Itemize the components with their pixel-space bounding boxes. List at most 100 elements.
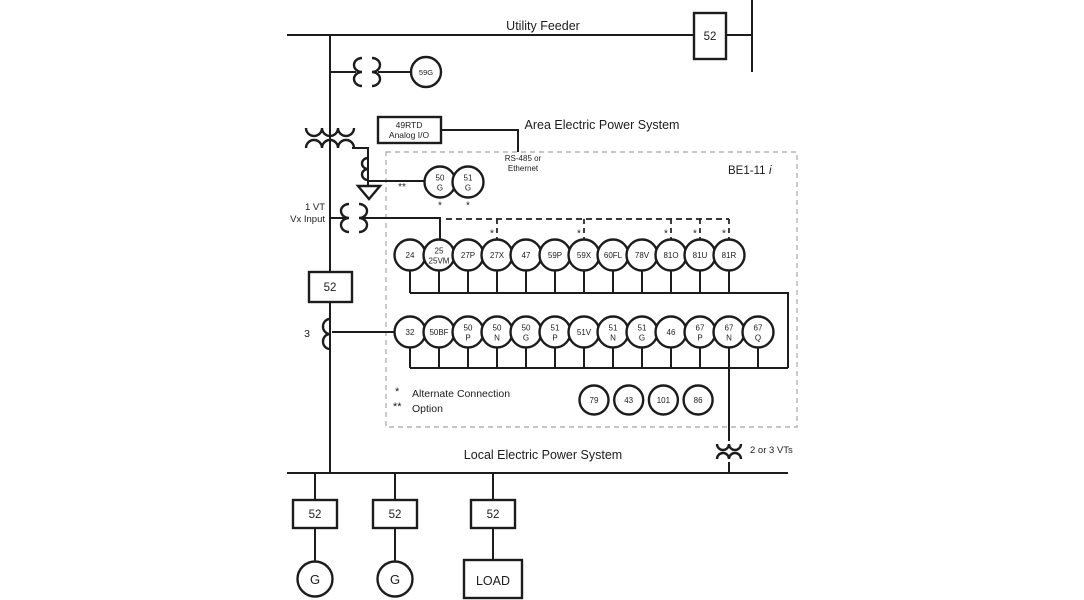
relay-circle-label: N xyxy=(726,334,732,343)
comm-label-line2: Ethernet xyxy=(508,164,539,173)
relay-circle-label: 86 xyxy=(694,396,703,405)
relay-circle-label: Q xyxy=(755,334,761,343)
generator-2-label: G xyxy=(390,572,400,587)
alternate-connection-star: * xyxy=(577,229,581,240)
relay-circle-label: 47 xyxy=(522,251,531,260)
generator-2-symbol xyxy=(376,560,414,598)
ground-branch-line xyxy=(352,147,369,186)
relay-circle-label: 51 xyxy=(638,324,647,333)
ct-symbol-ground xyxy=(360,156,369,182)
utility-feeder-label: Utility Feeder xyxy=(506,19,580,33)
relay-circle-label: G xyxy=(465,184,471,193)
relay-circle xyxy=(613,384,645,416)
relay-circle-label: 67 xyxy=(725,324,734,333)
relay-circle-label: 27P xyxy=(461,251,475,260)
relay-circle-label: 46 xyxy=(667,328,676,337)
local-eps-label: Local Electric Power System xyxy=(464,448,622,462)
breaker-52-utility xyxy=(692,11,728,61)
comm-label-line1: RS-485 or xyxy=(505,154,542,163)
relay-circle-label: G xyxy=(523,334,529,343)
relay-circle-label: 81U xyxy=(693,251,708,260)
relay-circle xyxy=(647,384,680,416)
relay-circle-label: 51 xyxy=(551,324,560,333)
relay-circle-label: 50BF xyxy=(429,328,448,337)
relay-circle-label: G xyxy=(639,334,645,343)
relay-row-ground: *50G*51G xyxy=(423,165,485,212)
relay-circle xyxy=(682,384,714,416)
relay-circle-label: 81O xyxy=(663,251,678,260)
relay-circle-label: 43 xyxy=(624,396,633,405)
relay-circle-label: 24 xyxy=(406,251,415,260)
breaker-52-gen2-label: 52 xyxy=(389,509,402,521)
relay-circle-label: 50 xyxy=(436,174,445,183)
vt-symbol-output xyxy=(715,443,743,460)
vt-input-label-line2: Vx Input xyxy=(290,214,325,225)
breaker-52-gen2 xyxy=(371,498,419,530)
breaker-52-utility-label: 52 xyxy=(704,31,717,43)
relay-circle-label: 32 xyxy=(406,328,415,337)
breaker-52-main-label: 52 xyxy=(324,282,337,294)
ct-symbol-phase xyxy=(321,317,331,351)
relay-circle xyxy=(451,165,485,199)
relay-circle-label: N xyxy=(610,334,616,343)
relay-circle-label: 50 xyxy=(464,324,473,333)
relay-enclosure-dashed-box xyxy=(385,151,798,428)
load-box xyxy=(462,558,524,600)
rtd-analog-io-box xyxy=(376,115,443,145)
relay-circle-label: 81R xyxy=(722,251,737,260)
relay-circle-label: 25 xyxy=(435,247,444,256)
device-name-suffix: i xyxy=(769,165,772,177)
relay-circle-label: 25VM xyxy=(429,257,450,266)
alternate-connection-star: * xyxy=(664,229,668,240)
relay-circle-label: 50 xyxy=(493,324,502,333)
relay-circle-label: 51V xyxy=(577,328,592,337)
alternate-connection-star: * xyxy=(466,201,470,212)
relay-circle-label: 27X xyxy=(490,251,505,260)
relay-circle-label: P xyxy=(697,334,702,343)
breaker-52-feeder3 xyxy=(469,498,517,530)
note1-text: Alternate Connection xyxy=(412,388,510,400)
relay-circle xyxy=(578,384,610,416)
ground-relay-option-mark: ** xyxy=(398,182,406,193)
rtd-comm-line xyxy=(441,129,519,152)
relay-circle-label: 51 xyxy=(464,174,473,183)
ct-count-label: 3 xyxy=(304,328,310,340)
vt-input-label-line1: 1 VT xyxy=(305,202,325,213)
relay-circle-label: 59X xyxy=(577,251,592,260)
generator-1-symbol xyxy=(296,560,334,598)
rtd-label-line2: Analog I/O xyxy=(389,130,430,140)
alternate-connection-star: * xyxy=(722,229,726,240)
relay-circle-label: 50 xyxy=(522,324,531,333)
relay-circle-label: P xyxy=(552,334,557,343)
vts-label: 2 or 3 VTs xyxy=(750,445,793,456)
relay-circle xyxy=(741,315,775,349)
generator-1-label: G xyxy=(310,572,320,587)
relay-circle xyxy=(712,238,746,272)
transformer-symbol xyxy=(304,127,356,149)
alternate-connection-star: * xyxy=(693,229,697,240)
breaker-52-feeder3-label: 52 xyxy=(487,509,500,521)
relay-circle-label: 60FL xyxy=(604,251,623,260)
relay-circle-label: 67 xyxy=(696,324,705,333)
relay-circle-label: G xyxy=(437,184,443,193)
vt-symbol-vx-input xyxy=(339,202,369,234)
ground-symbol xyxy=(355,184,383,201)
alternate-connection-star: * xyxy=(438,201,442,212)
breaker-52-gen1-label: 52 xyxy=(309,509,322,521)
breaker-52-main xyxy=(307,270,354,304)
relay-circle-label: 67 xyxy=(754,324,763,333)
rtd-label-line1: 49RTD xyxy=(396,120,423,130)
relay-59g-label: 59G xyxy=(419,68,433,77)
relay-circle-label: 79 xyxy=(590,396,599,405)
note2-symbol: ** xyxy=(393,401,402,413)
relay-circle-label: P xyxy=(465,334,470,343)
relay-circle-label: 78V xyxy=(635,251,650,260)
vx-vt-line-to-25 xyxy=(362,217,441,239)
relay-circle-label: 51 xyxy=(609,324,618,333)
note2-text: Option xyxy=(412,403,443,415)
note1-symbol: * xyxy=(395,386,400,398)
